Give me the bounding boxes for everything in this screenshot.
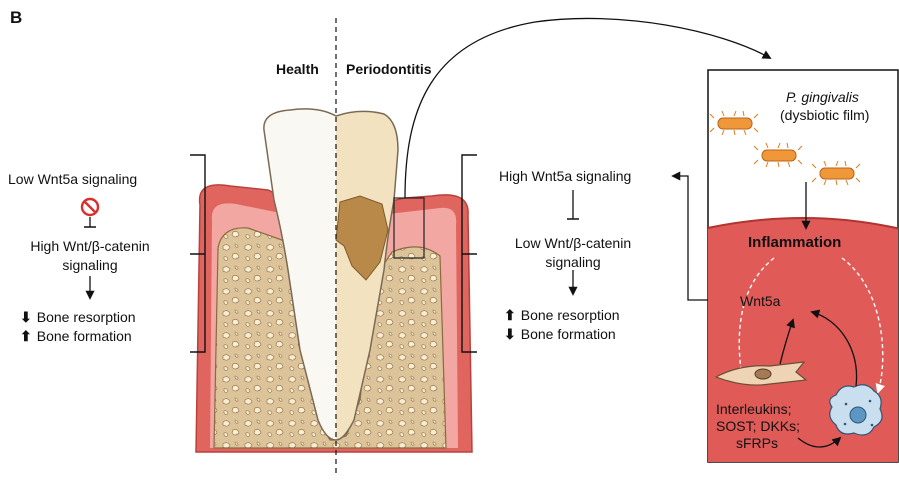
periodontitis-header: Periodontitis bbox=[346, 60, 432, 78]
health-outcome-1: ⬇Bone resorption bbox=[20, 308, 136, 326]
factors-label-1: Interleukins; bbox=[716, 400, 791, 418]
disease-catenin-label-1: Low Wnt/β-catenin bbox=[493, 234, 653, 252]
disease-outcome-1: ⬆Bone resorption bbox=[504, 306, 620, 324]
panel-label: B bbox=[10, 9, 22, 27]
bacteria-name: P. gingivalis bbox=[786, 88, 859, 106]
health-header: Health bbox=[276, 60, 319, 78]
up-arrow-icon: ⬆ bbox=[504, 307, 516, 323]
bacteria-description: (dysbiotic film) bbox=[780, 106, 869, 124]
down-arrow-icon: ⬇ bbox=[504, 326, 516, 342]
inflammation-label: Inflammation bbox=[748, 234, 841, 252]
health-outcome-2: ⬆Bone formation bbox=[20, 327, 132, 345]
up-arrow-icon: ⬆ bbox=[20, 328, 32, 344]
down-arrow-icon: ⬇ bbox=[20, 309, 32, 325]
disease-catenin-label-2: signaling bbox=[493, 253, 653, 271]
health-catenin-label-1: High Wnt/β-catenin bbox=[10, 237, 170, 255]
macrophage-cell bbox=[830, 385, 882, 435]
health-wnt5a-label: Low Wnt5a signaling bbox=[8, 170, 137, 188]
disease-wnt5a-label: High Wnt5a signaling bbox=[499, 167, 631, 185]
disease-outcome-2: ⬇Bone formation bbox=[504, 325, 616, 343]
health-catenin-label-2: signaling bbox=[10, 256, 170, 274]
no-entry-icon bbox=[82, 199, 98, 215]
wnt5a-label: Wnt5a bbox=[740, 292, 780, 310]
factors-label-2: SOST; DKKs; bbox=[716, 417, 800, 435]
factors-label-3: sFRPs bbox=[736, 434, 778, 452]
tooth-schematic bbox=[196, 18, 472, 476]
